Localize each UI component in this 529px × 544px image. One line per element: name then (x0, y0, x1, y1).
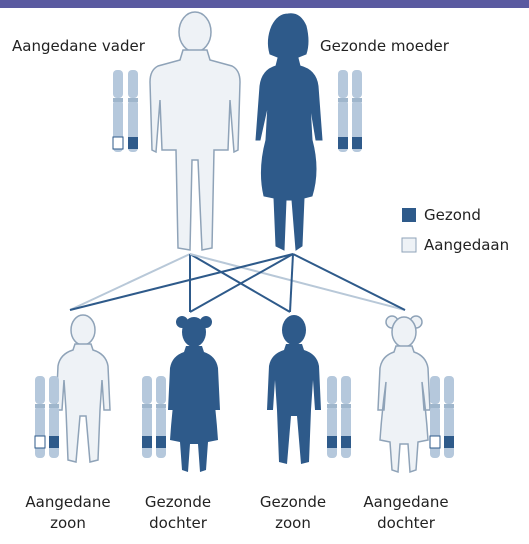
legend-healthy-swatch (402, 208, 416, 222)
child-affected-son-caption: Aangedane zoon (18, 492, 118, 534)
child-healthy-son-chromosomes (327, 376, 351, 458)
father-figure (150, 12, 240, 250)
inheritance-lines (70, 254, 405, 312)
father-chromosomes (113, 70, 138, 152)
mother-label: Gezonde moeder (320, 36, 449, 57)
caption-line1: Aangedane (18, 492, 118, 513)
legend-healthy-label: Gezond (424, 205, 481, 226)
caption-line1: Gezonde (243, 492, 343, 513)
legend-affected-swatch (402, 238, 416, 252)
child-affected-daughter-chromosomes (430, 376, 454, 458)
caption-line2: dochter (356, 513, 456, 534)
child-healthy-son-figure (267, 315, 321, 464)
mother-figure (256, 14, 322, 250)
child-healthy-daughter-figure (168, 316, 220, 472)
child-healthy-daughter-caption: Gezonde dochter (128, 492, 228, 534)
child-healthy-son-caption: Gezonde zoon (243, 492, 343, 534)
caption-line1: Aangedane (356, 492, 456, 513)
caption-line2: zoon (18, 513, 118, 534)
child-affected-daughter-caption: Aangedane dochter (356, 492, 456, 534)
caption-line2: zoon (243, 513, 343, 534)
child-affected-daughter-figure (378, 316, 430, 472)
child-healthy-daughter-chromosomes (142, 376, 166, 458)
child-affected-son-chromosomes (35, 376, 59, 458)
caption-line2: dochter (128, 513, 228, 534)
legend-affected-label: Aangedaan (424, 235, 509, 256)
father-label: Aangedane vader (12, 36, 145, 57)
child-affected-son-figure (56, 315, 110, 462)
mother-chromosomes (338, 70, 362, 152)
caption-line1: Gezonde (128, 492, 228, 513)
